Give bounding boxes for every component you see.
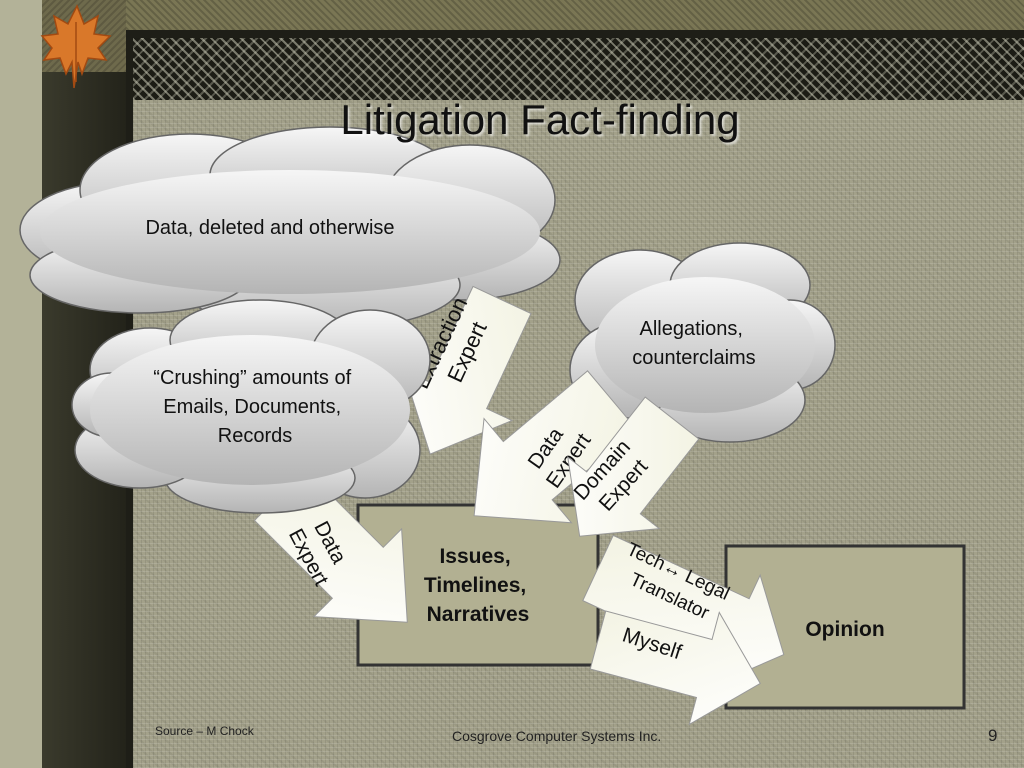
- arrow-domain-expert: [567, 396, 700, 537]
- outer-top-texture: [42, 0, 1024, 30]
- box-issues-line2: Timelines,: [424, 574, 526, 597]
- cloud-allegations: Allegations, counterclaims: [569, 242, 836, 443]
- arrow-data-expert-right: [473, 370, 638, 524]
- svg-text:“Crushing” amounts of Em: “Crushing” amounts of Emails, Documents,…: [153, 367, 356, 447]
- footer-company: Cosgrove Computer Systems Inc.: [452, 728, 662, 744]
- footer-source: Source – M Chock: [155, 724, 254, 738]
- arrow-extraction-expert: [402, 285, 532, 455]
- footer-page-number: 9: [988, 726, 998, 745]
- header-texture-band: [133, 38, 1024, 100]
- svg-text:Allegations, counterclai: Allegations, counterclaims: [632, 318, 755, 369]
- box-opinion-label: Opinion: [805, 618, 884, 641]
- cloud-crushing-line3: Records: [218, 425, 292, 447]
- cloud-crushing-line2: Emails, Documents,: [163, 396, 341, 418]
- outer-left-margin: [0, 0, 42, 768]
- cloud-data-deleted-text: Data, deleted and otherwise: [145, 217, 394, 239]
- cloud-allegations-line2: counterclaims: [632, 347, 755, 369]
- svg-text:Issues, Timelines,: Issues, Timelines, Narratives: [424, 545, 532, 626]
- box-issues-line1: Issues,: [439, 545, 510, 568]
- box-issues-line3: Narratives: [427, 603, 530, 626]
- slide-title: Litigation Fact-finding: [340, 96, 740, 143]
- cloud-crushing: “Crushing” amounts of Emails, Documents,…: [71, 299, 431, 514]
- maple-leaf-icon: [40, 4, 112, 89]
- cloud-allegations-line1: Allegations,: [640, 318, 743, 340]
- arrow-myself: [589, 610, 761, 726]
- cloud-crushing-line1: “Crushing” amounts of: [153, 367, 351, 389]
- svg-text:Data, deleted and otherwise: Data, deleted and otherwise: [145, 217, 394, 239]
